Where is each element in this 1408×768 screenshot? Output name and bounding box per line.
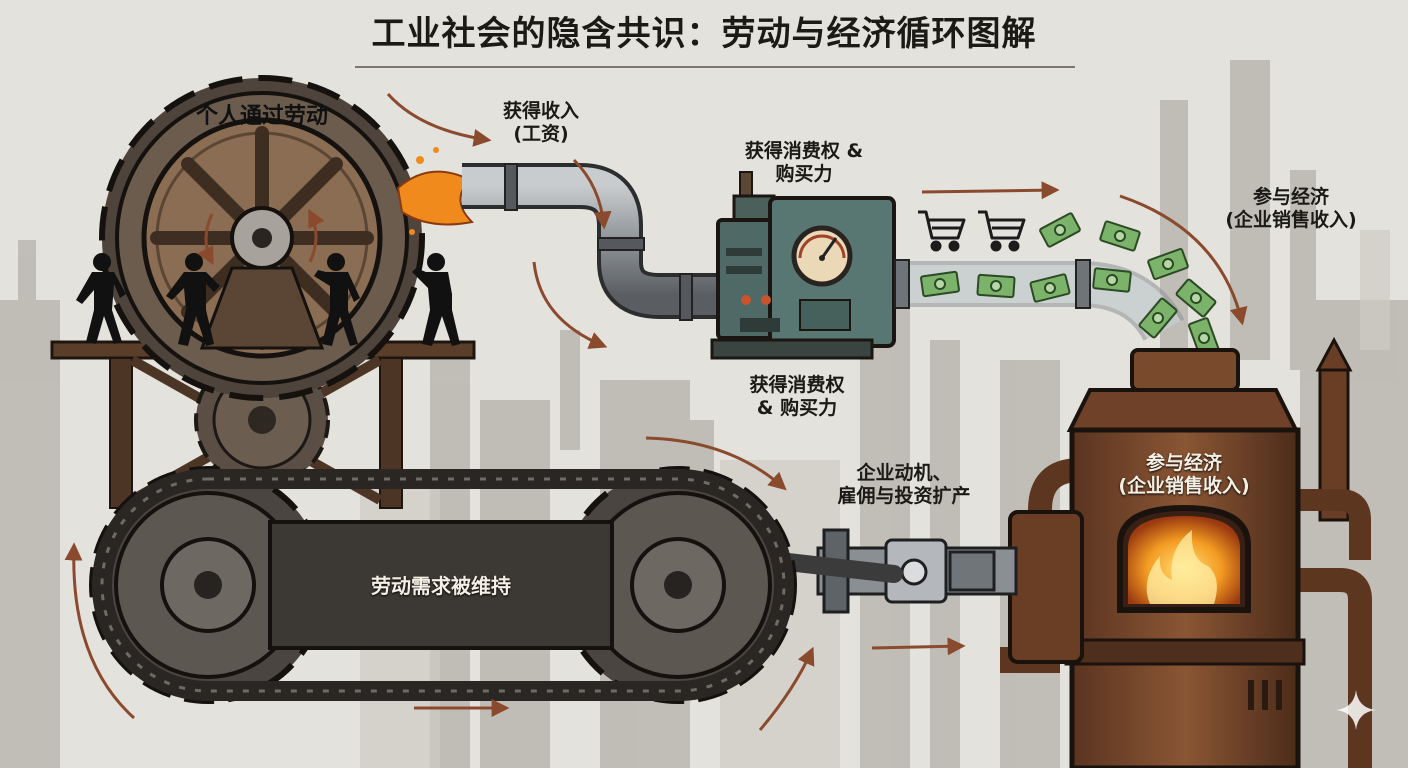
arrow-icon <box>572 158 612 230</box>
arrow-icon <box>64 542 136 720</box>
consumption-power-label-top: 获得消费权 & 购买力 <box>718 140 890 186</box>
business-motive-line2: 雇佣与投资扩产 <box>837 485 971 508</box>
labor-demand-label: 劳动需求被维持 <box>371 574 511 598</box>
pressure-gauge-icon <box>791 225 853 287</box>
income-label: 获得收入 (工资) <box>476 100 606 146</box>
consumption-label-bottom-line1: 获得消费权 <box>749 374 845 396</box>
economy-label-boiler-line2: (企业销售收入) <box>1118 475 1250 498</box>
consumption-pump-icon <box>710 171 896 360</box>
arrow-icon <box>758 646 815 731</box>
consumption-label-top-line2: 购买力 <box>775 163 833 186</box>
shopping-cart-icons <box>918 210 1026 252</box>
worker-icons <box>76 253 460 346</box>
money-bill-icons <box>920 212 1220 359</box>
arrow-icon <box>921 181 1060 200</box>
flow-arrows <box>64 93 1248 731</box>
page-title: 工业社会的隐含共识：劳动与经济循环图解 <box>371 14 1037 54</box>
income-label-line1: 获得收入 <box>502 100 579 122</box>
arrow-icon <box>1119 194 1248 326</box>
labor-label: 个人通过劳动 <box>195 104 328 129</box>
arrow-icon <box>308 208 325 263</box>
arrow-icon <box>532 261 608 349</box>
sparkle-icon <box>1336 690 1376 730</box>
conveyor-belt-icon <box>89 466 797 704</box>
consumption-power-label-bottom: 获得消费权 & 购买力 <box>722 374 872 420</box>
economy-boiler-icon <box>1000 336 1372 768</box>
spark-fire-icon <box>396 147 475 235</box>
business-motive-label: 企业动机、 雇佣与投资扩产 <box>812 462 996 508</box>
economy-label-top-line1: 参与经济 <box>1252 186 1329 208</box>
arrow-icon <box>386 93 492 147</box>
arrow-icon <box>645 436 787 491</box>
consumption-label-bottom-line2: & 购买力 <box>756 397 838 420</box>
arrow-icon <box>197 213 214 266</box>
economy-label-boiler: 参与经济 (企业销售收入) <box>1096 452 1272 498</box>
business-motive-line1: 企业动机、 <box>856 462 952 484</box>
economy-label-top-line2: (企业销售收入) <box>1225 209 1357 232</box>
income-label-line2: (工资) <box>513 123 569 146</box>
economy-label-top: 参与经济 (企业销售收入) <box>1196 186 1386 232</box>
boiler-fire-icon <box>1117 504 1251 613</box>
consumption-label-top-line1: 获得消费权 & <box>744 140 864 162</box>
income-pipe-icon <box>462 163 725 321</box>
economy-label-boiler-line1: 参与经济 <box>1145 452 1222 474</box>
title-divider <box>355 66 1075 68</box>
arrow-icon <box>871 637 966 656</box>
